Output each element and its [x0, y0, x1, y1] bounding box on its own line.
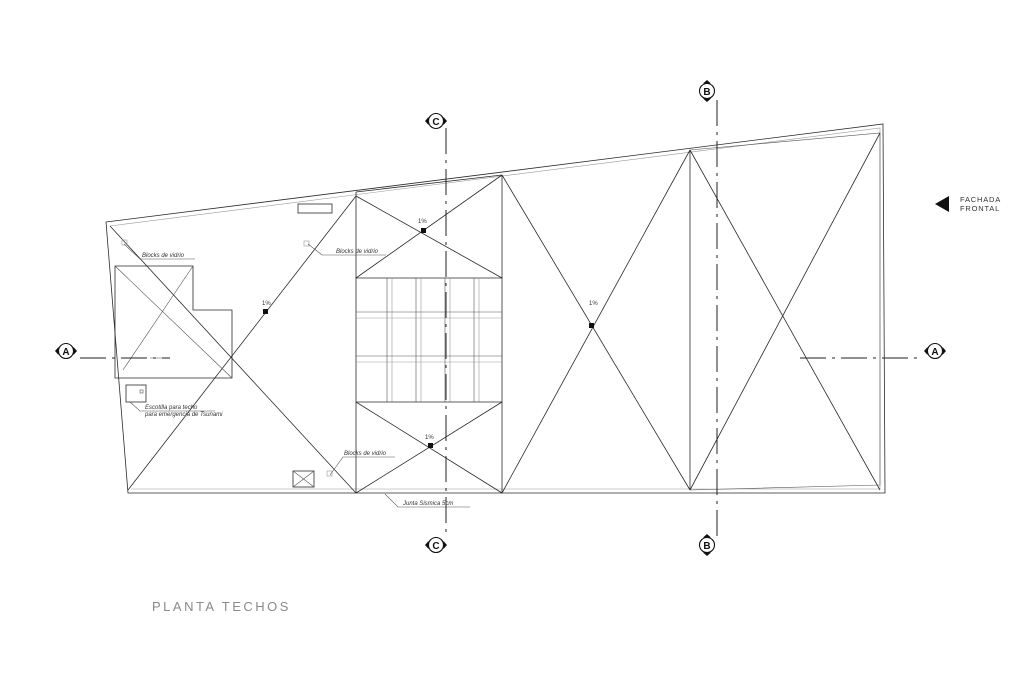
- section-marker-c-top: C: [425, 112, 447, 130]
- section-marker-c-bottom: C: [425, 536, 447, 554]
- annotation-blocks-bottom: Blocks de vidrio: [344, 451, 387, 457]
- slope-label-center-top: 1%: [418, 219, 427, 225]
- slope-label-center-bottom: 1%: [425, 435, 434, 441]
- roof-drain-center-bottom: [428, 443, 433, 448]
- facade-arrow-icon: [935, 196, 949, 212]
- slope-label-left: 1%: [262, 301, 271, 307]
- section-marker-b-bottom: B: [698, 534, 716, 556]
- section-label-b-top: B: [703, 87, 710, 98]
- slope-label-right: 1%: [589, 301, 598, 307]
- annotation-escotilla-line2: para emergencia de Tsunami: [144, 412, 223, 418]
- section-marker-a-left: A: [55, 342, 77, 360]
- roof-drain-left: [263, 309, 268, 314]
- glass-block-grid: [356, 278, 502, 402]
- section-label-b-bottom: B: [703, 541, 710, 552]
- section-label-a-left: A: [62, 347, 69, 358]
- section-label-c-bottom: C: [432, 541, 439, 552]
- section-marker-b-top: B: [698, 80, 716, 102]
- section-axes: [80, 100, 920, 540]
- roof-drain-center-top: [421, 228, 426, 233]
- section-label-a-right: A: [931, 347, 938, 358]
- annotation-junta: Junta Sismica 5cm: [402, 501, 453, 507]
- section-label-c-top: C: [432, 117, 439, 128]
- facade-label-line1: FACHADA: [960, 195, 1001, 204]
- left-roof-section: [109, 195, 357, 494]
- roof-outline: [105, 123, 886, 494]
- annotation-escotilla-line1: Escotilla para techo: [145, 405, 198, 411]
- roof-drain-right: [589, 323, 594, 328]
- drawing-title: PLANTA TECHOS: [152, 599, 291, 614]
- center-roof-section: [355, 174, 503, 494]
- annotation-blocks-top: Blocks de vidrio: [336, 249, 379, 255]
- annotation-blocks-left: Blocks de vidrio: [142, 253, 185, 259]
- right-roof-section: [501, 132, 881, 494]
- annotation-leaders: [123, 243, 470, 508]
- section-marker-a-right: A: [924, 342, 946, 360]
- facade-label-line2: FRONTAL: [960, 204, 1000, 213]
